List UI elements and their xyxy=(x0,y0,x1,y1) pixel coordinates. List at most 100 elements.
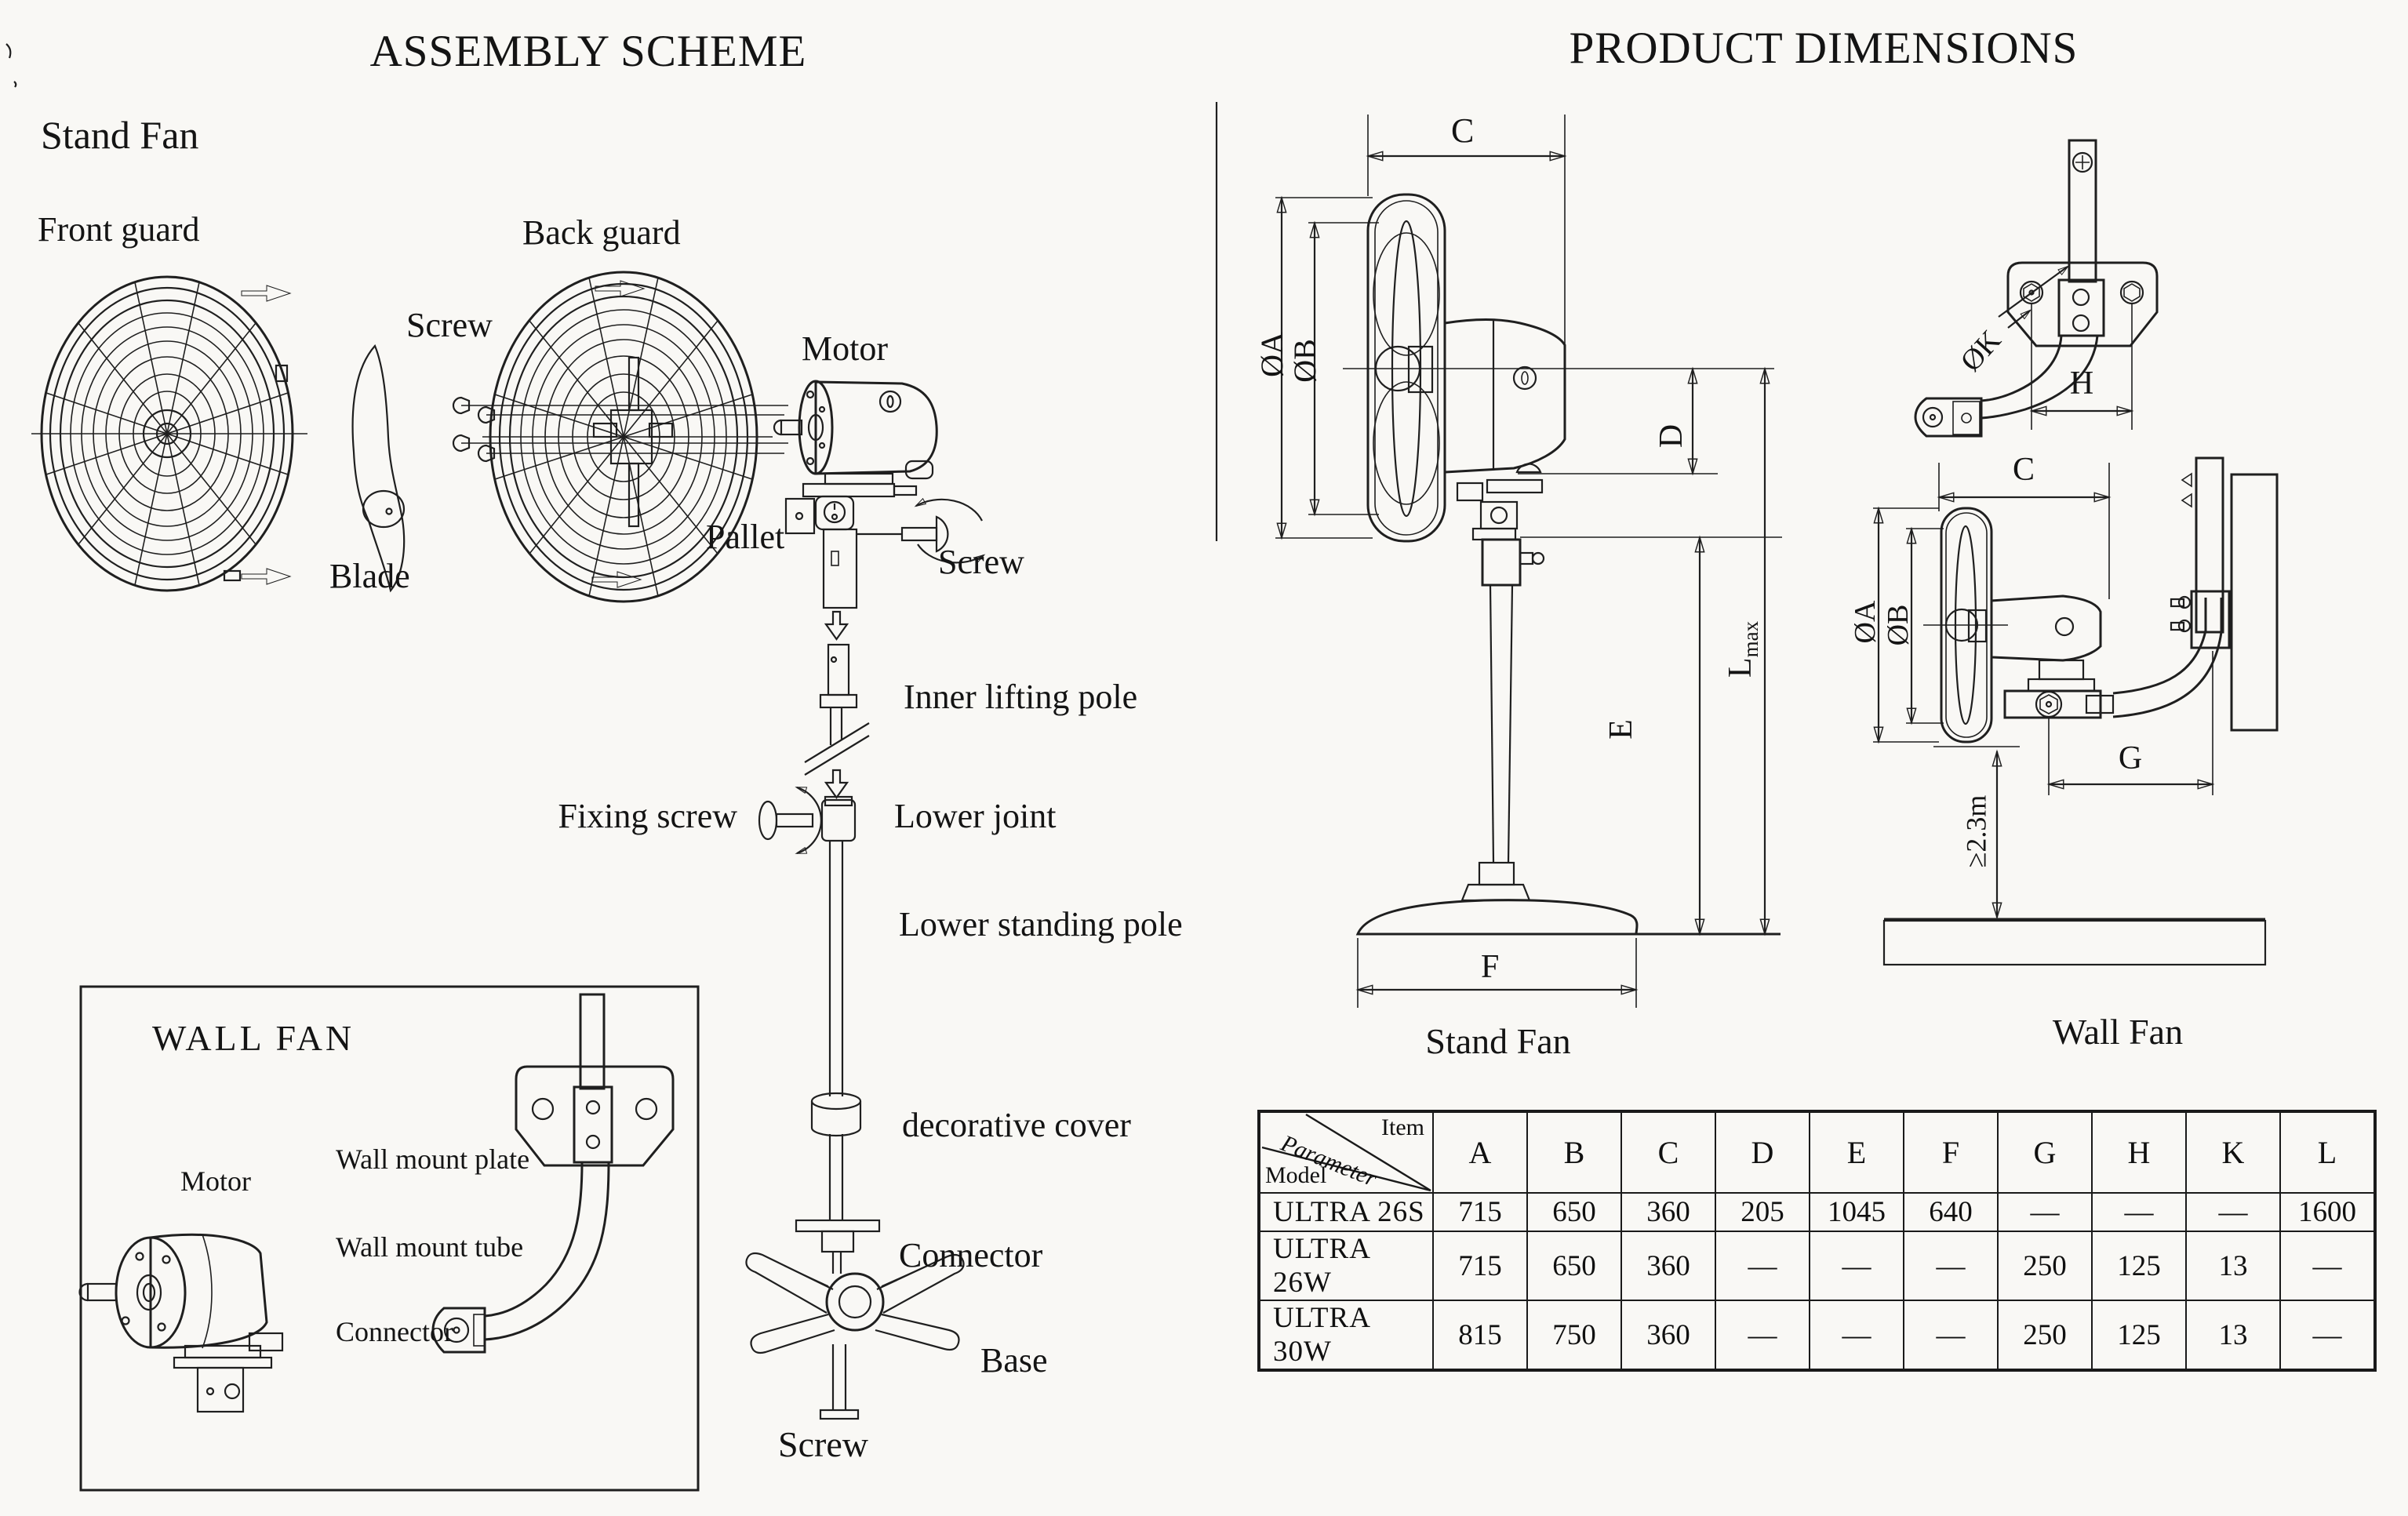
back-guard-label: Back guard xyxy=(522,213,681,252)
cell: 13 xyxy=(2185,1300,2281,1371)
dim-lmax-stand: Lmax xyxy=(1722,620,1763,678)
wall-mount-plate-label: Wall mount plate xyxy=(336,1143,530,1175)
screw-top-label: Screw xyxy=(406,306,493,344)
cell: — xyxy=(1997,1192,2093,1232)
dim-c-stand: C xyxy=(1451,111,1475,150)
col-F: F xyxy=(1903,1111,1999,1194)
cell: 13 xyxy=(2185,1231,2281,1301)
motor-label: Motor xyxy=(802,329,888,368)
cell: 360 xyxy=(1620,1231,1716,1301)
wall-fan-dimension-drawing xyxy=(1873,456,2279,966)
cell: — xyxy=(1715,1300,1810,1371)
cell: 750 xyxy=(1526,1300,1622,1371)
cell: 650 xyxy=(1526,1231,1622,1301)
table-row: ULTRA 30W 815 750 360 — — — 250 125 13 — xyxy=(1258,1300,2376,1371)
wall-fan-motor-label: Motor xyxy=(180,1165,251,1197)
dimensions-table: Item Parameter Model A B C D E F G H K L… xyxy=(1257,1110,2377,1372)
cell: — xyxy=(2279,1231,2376,1301)
col-E: E xyxy=(1809,1111,1904,1194)
cell: 640 xyxy=(1903,1192,1999,1232)
base-label: Base xyxy=(980,1341,1048,1380)
lower-joint-label: Lower joint xyxy=(894,797,1057,835)
dim-c-wall: C xyxy=(2012,452,2035,489)
cell: — xyxy=(1903,1300,1999,1371)
motor-drawing xyxy=(773,380,938,485)
inner-lifting-pole-label: Inner lifting pole xyxy=(904,678,1138,716)
pallet-drawing xyxy=(784,482,984,641)
front-guard-label: Front guard xyxy=(38,210,200,249)
mounting-screws-drawing xyxy=(452,396,788,463)
dim-f-stand: F xyxy=(1481,949,1500,985)
col-A: A xyxy=(1432,1111,1528,1194)
wall-fan-box-title: WALL FAN xyxy=(152,1018,355,1058)
cell: 250 xyxy=(1997,1231,2093,1301)
base-drawing xyxy=(745,1252,965,1420)
blade-drawing xyxy=(351,344,406,593)
cell: 125 xyxy=(2091,1300,2187,1371)
cell: — xyxy=(2185,1192,2281,1232)
connector-label: Connector xyxy=(899,1236,1043,1274)
fixing-screw-label: Fixing screw xyxy=(558,797,737,835)
col-H: H xyxy=(2091,1111,2187,1194)
cell: 715 xyxy=(1432,1192,1528,1232)
lower-standing-pole-label: Lower standing pole xyxy=(899,905,1183,943)
blade-label: Blade xyxy=(329,557,410,595)
dim-d-stand: D xyxy=(1653,424,1690,449)
cell: — xyxy=(2279,1300,2376,1371)
col-K: K xyxy=(2185,1111,2281,1194)
dim-diaB-wall: ØB xyxy=(1882,604,1915,646)
wall-fan-connector-label: Connector xyxy=(336,1316,453,1347)
cell: — xyxy=(1809,1300,1904,1371)
dim-diaA-stand: ØA xyxy=(1254,332,1290,377)
wall-fan-caption: Wall Fan xyxy=(2052,1012,2184,1052)
dim-min-height-wall: ≥2.3m xyxy=(1960,794,1992,868)
dim-g-wall: G xyxy=(2118,740,2143,777)
cell: 715 xyxy=(1432,1231,1528,1301)
cell: — xyxy=(2091,1192,2187,1232)
cell: 650 xyxy=(1526,1192,1622,1232)
dim-diaA-wall: ØA xyxy=(1849,600,1882,644)
wall-mount-bracket-drawing xyxy=(1914,139,2159,438)
assembly-scheme-title: ASSEMBLY SCHEME xyxy=(369,27,807,76)
cell: 250 xyxy=(1997,1300,2093,1371)
cell: 125 xyxy=(2091,1231,2187,1301)
cell: 815 xyxy=(1432,1300,1528,1371)
cell: 360 xyxy=(1620,1300,1716,1371)
cell: — xyxy=(1903,1231,1999,1301)
corner-model: Model xyxy=(1265,1162,1327,1188)
table-row: ULTRA 26W 715 650 360 — — — 250 125 13 — xyxy=(1258,1231,2376,1301)
product-dimensions-title: PRODUCT DIMENSIONS xyxy=(1569,24,2079,73)
dim-h-wall: H xyxy=(2069,365,2094,402)
table-corner-cell: Item Parameter Model xyxy=(1260,1113,1432,1192)
table-row: ULTRA 26S 715 650 360 205 1045 640 — — —… xyxy=(1258,1192,2376,1232)
decorative-cover-label: decorative cover xyxy=(902,1106,1131,1144)
col-C: C xyxy=(1620,1111,1716,1194)
screw-side-label: Screw xyxy=(938,543,1024,581)
model-name: ULTRA 30W xyxy=(1258,1300,1434,1371)
back-guard-drawing xyxy=(482,271,773,603)
cell: 360 xyxy=(1620,1192,1716,1232)
wall-mount-tube-label: Wall mount tube xyxy=(336,1231,524,1263)
cell: 1600 xyxy=(2279,1192,2376,1232)
stand-fan-caption: Stand Fan xyxy=(1425,1021,1571,1061)
cell: — xyxy=(1809,1231,1904,1301)
wall-fan-box-drawing xyxy=(78,985,700,1492)
col-L: L xyxy=(2279,1111,2376,1194)
cell: — xyxy=(1715,1231,1810,1301)
col-G: G xyxy=(1997,1111,2093,1194)
cell: 1045 xyxy=(1809,1192,1904,1232)
cell: 205 xyxy=(1715,1192,1810,1232)
scan-noise xyxy=(5,43,17,88)
col-B: B xyxy=(1526,1111,1622,1194)
dim-diaB-stand: ØB xyxy=(1287,339,1323,383)
pole-assembly-drawing xyxy=(758,643,881,1274)
model-name: ULTRA 26S xyxy=(1258,1192,1434,1232)
col-D: D xyxy=(1715,1111,1810,1194)
corner-item: Item xyxy=(1381,1114,1424,1140)
stand-fan-subtitle: Stand Fan xyxy=(41,113,199,157)
stand-fan-dimension-drawing xyxy=(1275,115,1782,1008)
front-guard-drawing xyxy=(31,275,307,592)
dim-e-stand: E xyxy=(1603,719,1640,740)
